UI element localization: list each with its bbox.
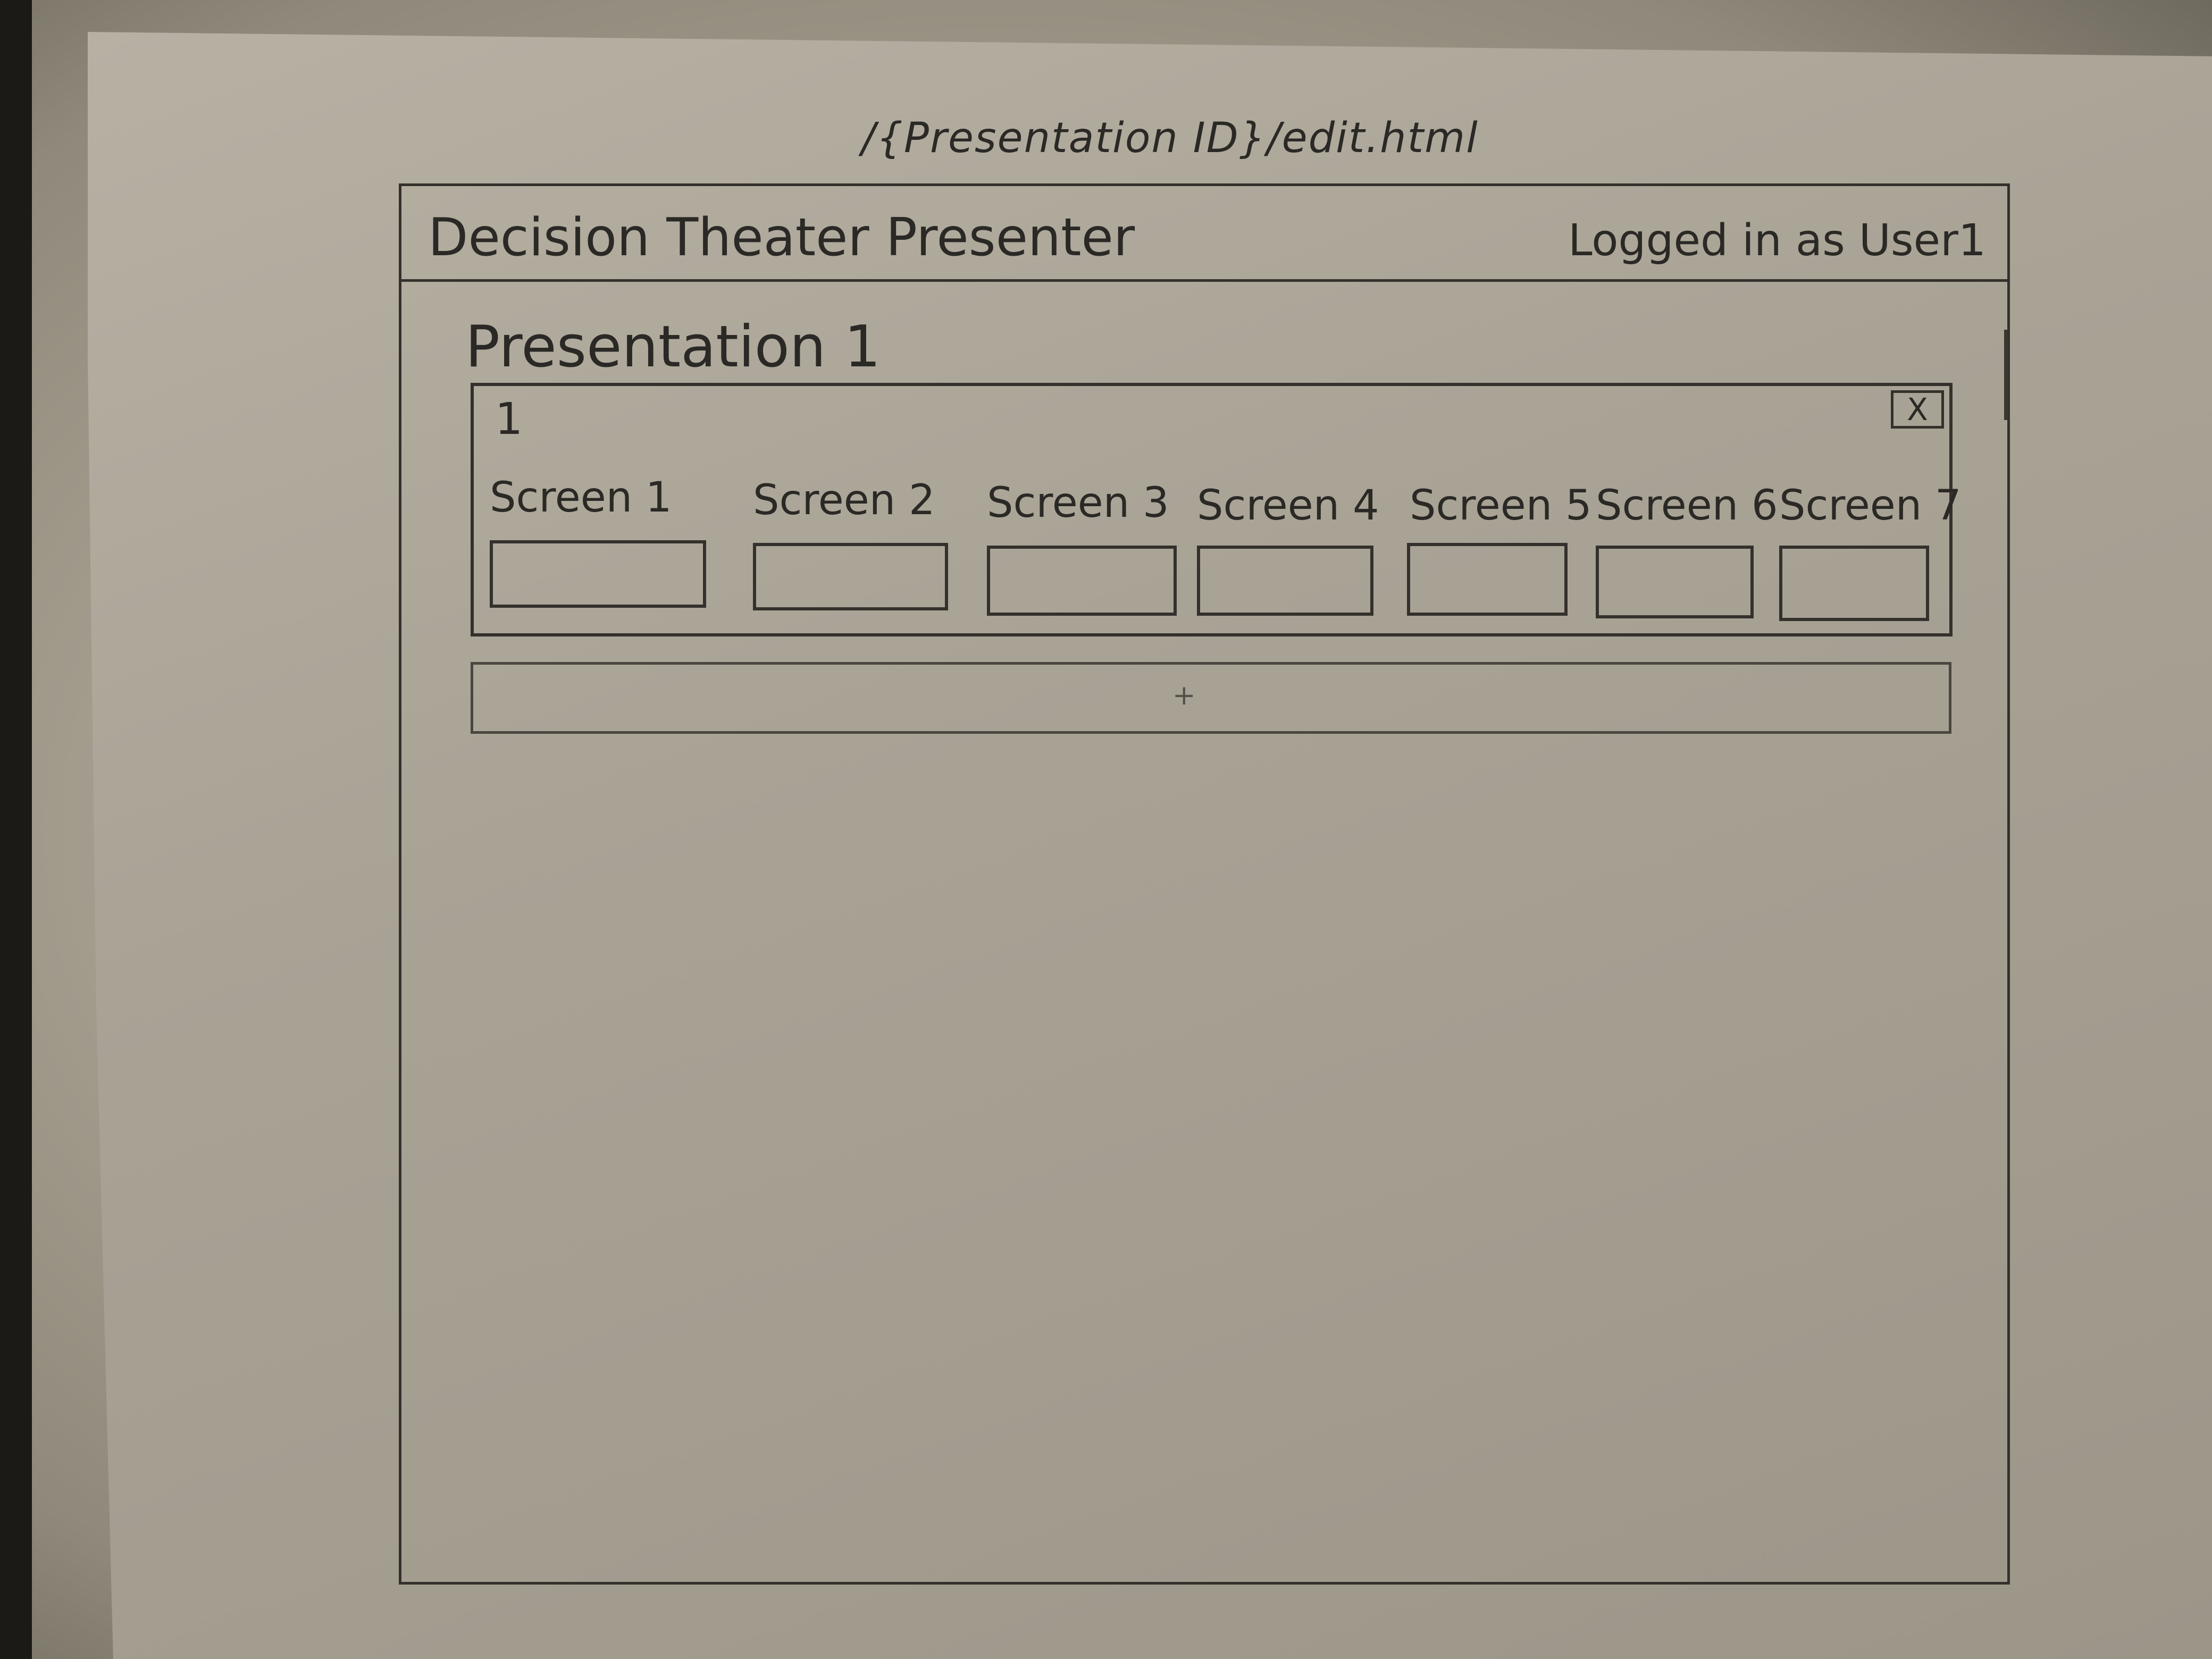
close-group-button[interactable]: X (1891, 390, 1944, 429)
scrollbar[interactable] (2004, 330, 2008, 420)
paper-sheet (88, 32, 2212, 1659)
app-title: Decision Theater Presenter (428, 207, 1135, 268)
screen-label-5: Screen 5 (1410, 482, 1592, 530)
screen-group-panel: 1 X Screen 1 Screen 2 Screen 3 Screen 4 … (471, 383, 1962, 636)
presentation-title: Presentation 1 (465, 314, 881, 380)
screen-slot-1[interactable] (490, 540, 706, 608)
app-window: Decision Theater Presenter Logged in as … (399, 183, 2010, 1585)
desk-edge (0, 0, 32, 1659)
screen-slot-5[interactable] (1407, 543, 1568, 616)
screen-slot-4[interactable] (1197, 546, 1373, 616)
screen-label-7: Screen 7 (1779, 482, 1962, 530)
screen-label-6: Screen 6 (1596, 482, 1778, 530)
url-path: /{Presentation ID}/edit.html (861, 114, 1479, 162)
screen-slot-2[interactable] (753, 543, 948, 610)
app-header: Decision Theater Presenter Logged in as … (401, 186, 2007, 282)
plus-icon: + (1172, 680, 1196, 711)
user-status: Logged in as User1 (1568, 215, 1986, 266)
screen-label-3: Screen 3 (987, 479, 1169, 527)
group-number: 1 (495, 394, 523, 445)
screen-label-1: Screen 1 (490, 474, 672, 522)
screen-slot-7[interactable] (1779, 546, 1929, 621)
add-group-bar[interactable]: + (471, 662, 1951, 734)
screen-label-2: Screen 2 (753, 476, 935, 524)
screen-slot-6[interactable] (1596, 546, 1754, 618)
screen-label-4: Screen 4 (1197, 482, 1379, 530)
screen-slot-3[interactable] (987, 546, 1177, 616)
